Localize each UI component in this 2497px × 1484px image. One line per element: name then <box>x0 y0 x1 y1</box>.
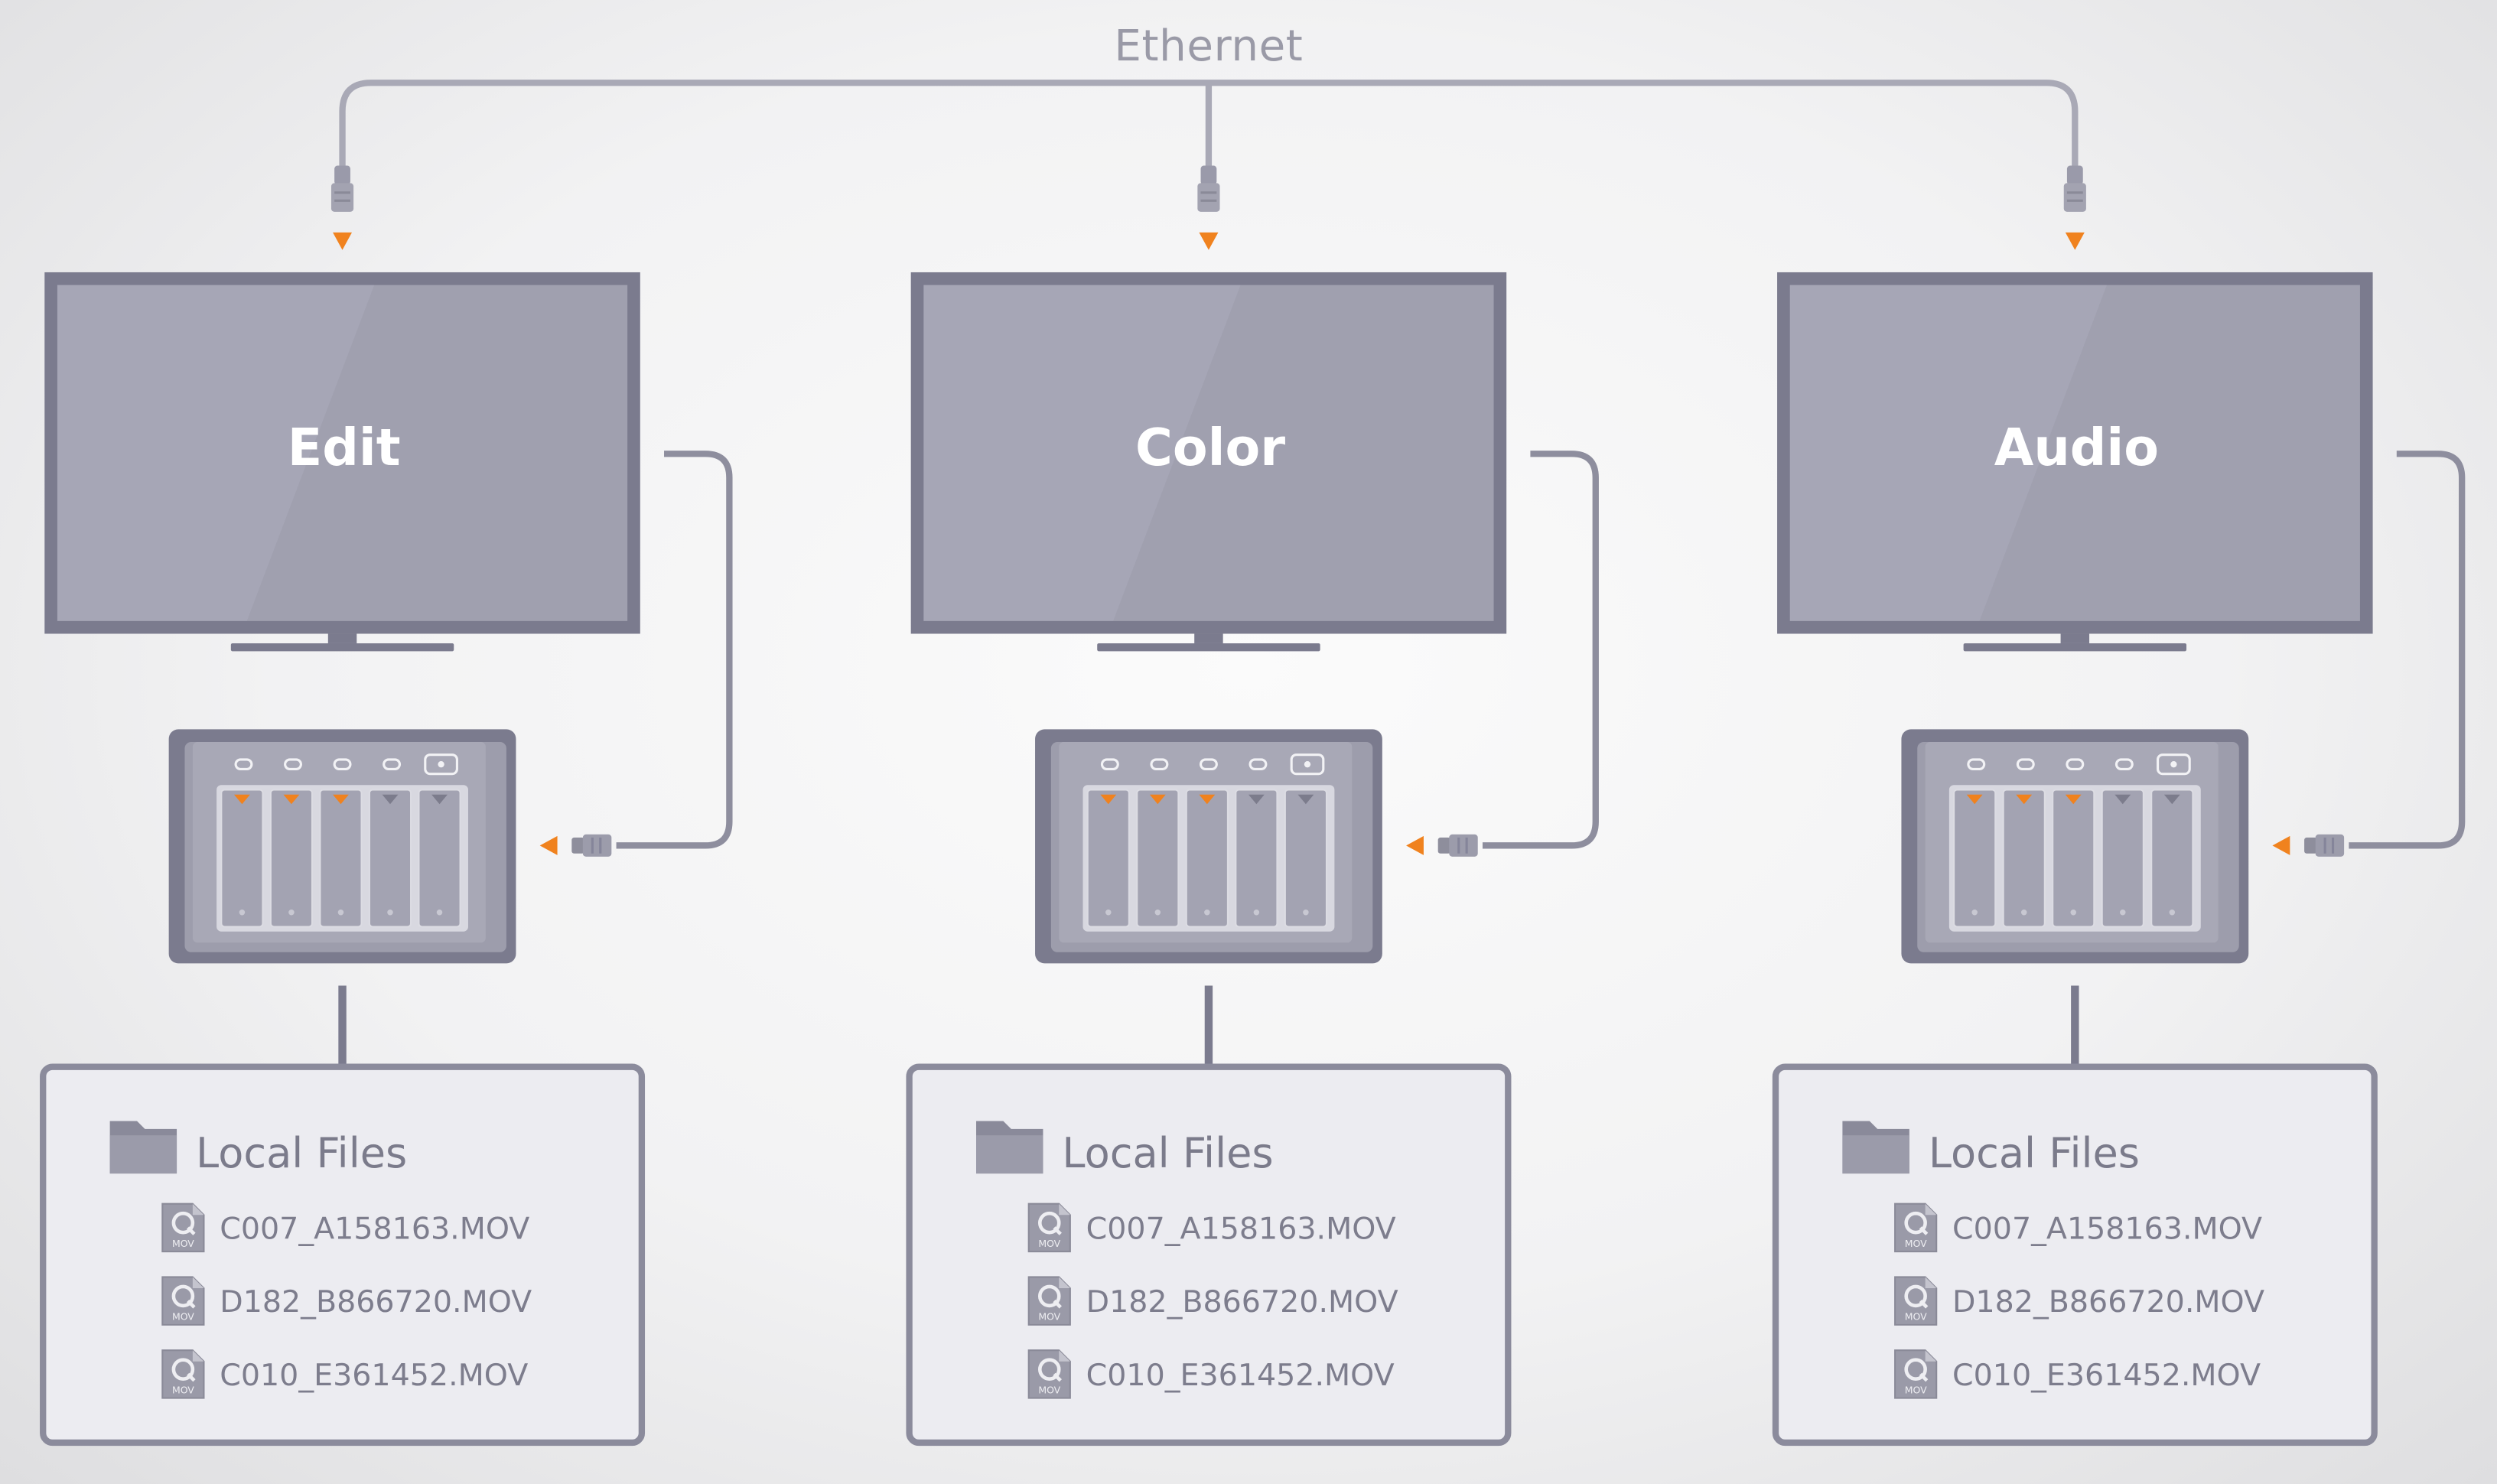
mov-file-icon-label: MOV <box>1905 1311 1927 1323</box>
file-name: C007_A158163.MOV <box>1086 1211 1396 1246</box>
mov-file-icon-label: MOV <box>172 1311 194 1323</box>
mov-file-icon: MOV <box>161 1349 205 1399</box>
storage-cable <box>1482 451 1599 849</box>
connection-arrow-icon <box>2065 232 2085 250</box>
file-name: C010_E361452.MOV <box>220 1358 528 1393</box>
usb-plug-icon <box>571 834 612 857</box>
file-list-item[interactable]: MOV C010_E361452.MOV <box>1027 1349 1395 1399</box>
mov-file-icon-label: MOV <box>172 1238 194 1249</box>
folder-icon <box>976 1121 1043 1174</box>
folder-label: Local Files <box>196 1129 407 1177</box>
mov-file-icon: MOV <box>1027 1202 1071 1253</box>
monitor: Audio <box>1777 272 2373 652</box>
mov-file-icon: MOV <box>1027 1349 1071 1399</box>
folder-label: Local Files <box>1929 1129 2140 1177</box>
connection-arrow-icon <box>333 232 353 250</box>
connection-arrow-icon <box>1406 835 1424 855</box>
file-list-item[interactable]: MOV C007_A158163.MOV <box>1027 1202 1396 1253</box>
mov-file-icon-label: MOV <box>172 1384 194 1395</box>
file-name: C010_E361452.MOV <box>1952 1358 2261 1393</box>
mov-file-icon-label: MOV <box>1905 1384 1927 1395</box>
mov-file-icon: MOV <box>1894 1202 1938 1253</box>
monitor: Color <box>910 272 1507 652</box>
ethernet-label: Ethernet <box>1114 21 1303 71</box>
monitor-label: Audio <box>1994 418 2159 477</box>
mov-file-icon: MOV <box>1027 1276 1071 1326</box>
storage-cable <box>616 451 733 849</box>
file-list-item[interactable]: MOV D182_B866720.MOV <box>1894 1276 2264 1326</box>
ethernet-plug-icon <box>2063 165 2086 212</box>
monitor-stand <box>230 643 454 652</box>
mov-file-icon: MOV <box>1894 1349 1938 1399</box>
ethernet-plug-icon <box>1197 165 1220 212</box>
connection-arrow-icon <box>1199 232 1219 250</box>
file-list-item[interactable]: MOV C010_E361452.MOV <box>1894 1349 2261 1399</box>
file-name: C007_A158163.MOV <box>220 1211 529 1246</box>
monitor-screen <box>1789 285 2360 621</box>
usb-plug-icon <box>2304 834 2345 857</box>
mov-file-icon-label: MOV <box>1038 1311 1060 1323</box>
mov-file-icon: MOV <box>161 1276 205 1326</box>
monitor-screen <box>57 285 628 621</box>
file-list-item[interactable]: MOV C010_E361452.MOV <box>161 1349 528 1399</box>
monitor-stand <box>1097 643 1320 652</box>
drive-bay-icon <box>1035 729 1382 964</box>
monitor: Edit <box>44 272 640 652</box>
file-list-item[interactable]: MOV D182_B866720.MOV <box>161 1276 532 1326</box>
folder-icon <box>109 1121 177 1174</box>
folder-icon <box>1842 1121 1909 1174</box>
file-list-item[interactable]: MOV C007_A158163.MOV <box>161 1202 529 1253</box>
storage-cable <box>2349 451 2466 849</box>
mov-file-icon-label: MOV <box>1038 1238 1060 1249</box>
usb-plug-icon <box>1437 834 1478 857</box>
connection-arrow-icon <box>539 835 558 855</box>
mov-file-icon-label: MOV <box>1038 1384 1060 1395</box>
file-list-item[interactable]: MOV D182_B866720.MOV <box>1027 1276 1398 1326</box>
file-name: D182_B866720.MOV <box>1086 1284 1398 1320</box>
drive-bay-icon <box>1901 729 2249 964</box>
mov-file-icon: MOV <box>161 1202 205 1253</box>
file-list-item[interactable]: MOV C007_A158163.MOV <box>1894 1202 2262 1253</box>
monitor-label: Edit <box>288 418 401 477</box>
drive-bay-icon <box>168 729 516 964</box>
file-name: D182_B866720.MOV <box>220 1284 532 1320</box>
monitor-stand <box>1963 643 2187 652</box>
file-name: D182_B866720.MOV <box>1952 1284 2264 1320</box>
mov-file-icon: MOV <box>1894 1276 1938 1326</box>
file-name: C010_E361452.MOV <box>1086 1358 1395 1393</box>
connection-arrow-icon <box>2272 835 2290 855</box>
monitor-screen <box>923 285 1494 621</box>
file-name: C007_A158163.MOV <box>1952 1211 2262 1246</box>
folder-label: Local Files <box>1062 1129 1273 1177</box>
ethernet-trunk-cable <box>339 80 2079 179</box>
ethernet-plug-icon <box>330 165 354 212</box>
monitor-label: Color <box>1135 418 1285 477</box>
mov-file-icon-label: MOV <box>1905 1238 1927 1249</box>
